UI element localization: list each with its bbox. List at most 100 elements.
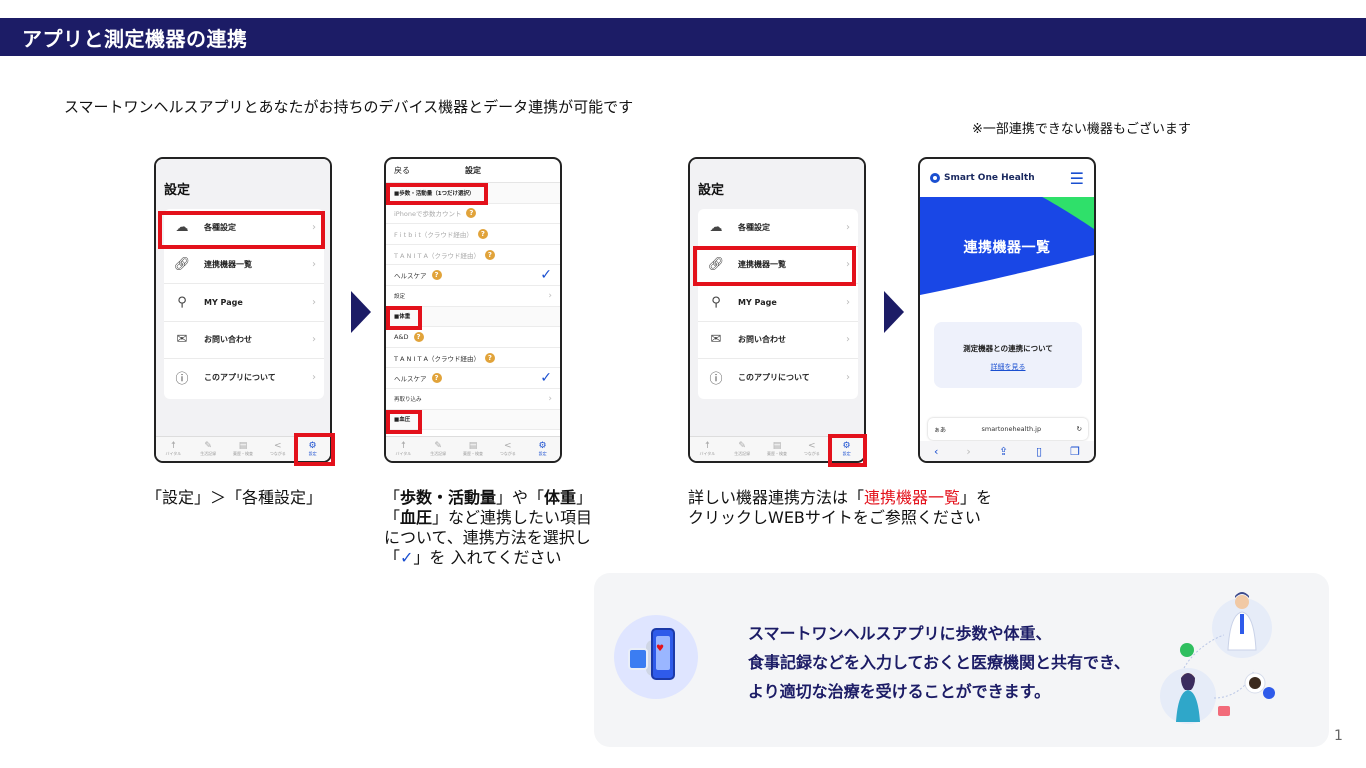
doctor-patient-illustration [1154,590,1284,730]
tab-label: 設定 [538,451,547,456]
info-card: 測定機器との連携について 詳細を見る [934,322,1082,388]
browser-toolbar: ‹ › ⇪ ▯ ❐ [920,441,1094,461]
tab-settings[interactable]: ⚙設定 [295,437,330,461]
tabs-icon[interactable]: ❐ [1070,444,1080,458]
checkmark-icon: ✓ [400,548,414,567]
tab-label: つながる [803,451,820,456]
checkmark-icon: ✓ [540,370,552,387]
help-icon[interactable]: ? [431,373,442,384]
mail-icon: ✉ [710,332,722,348]
title-bar: アプリと測定機器の連携 [0,18,1366,56]
tab-settings[interactable]: ⚙設定 [829,437,864,461]
heart-icon: ♥ [656,644,665,654]
tab-life-record[interactable]: ✎生活記録 [421,437,456,461]
link-icon: 🔗︎ [173,257,191,273]
tab-connect[interactable]: <つながる [260,437,295,461]
settings-title: 設定 [690,159,864,199]
caption-text: 」 [576,488,593,507]
option-fitbit[interactable]: F i t b i t（クラウド経由）? [386,224,560,245]
menu-item-contact[interactable]: ✉ お問い合わせ › [698,322,858,359]
forward-icon[interactable]: › [966,444,971,458]
user-icon: ⚲ [177,294,187,310]
tab-vital[interactable]: ☨バイタル [386,437,421,461]
menu-label: 各種設定 [204,222,236,232]
option-reimport[interactable]: 再取り込み› [386,389,560,410]
tab-settings[interactable]: ⚙設定 [525,437,560,461]
tab-connect[interactable]: <つながる [490,437,525,461]
tab-connect[interactable]: <つながる [794,437,829,461]
option-healthcare-steps[interactable]: ヘルスケア?✓ [386,265,560,286]
menu-item-my-page[interactable]: ⚲MY Page› [164,284,324,322]
phone-settings-2: 設定 ☁各種設定› 🔗︎連携機器一覧› ⚲MY Page› ✉お問い合わせ› ⓘ… [688,157,866,463]
back-button[interactable]: 戻る [394,166,410,175]
chevron-right-icon: › [312,259,316,271]
option-tanita-steps[interactable]: T A N I T A（クラウド経由）? [386,245,560,266]
tab-label: バイタル [165,451,182,456]
caption-line: について、連携方法を選択し [384,528,591,547]
option-iphone[interactable]: iPhoneで歩数カウント? [386,204,560,225]
chevron-right-icon: › [312,372,316,384]
tab-life-record[interactable]: ✎生活記録 [725,437,760,461]
caption-bold-steps: 歩数・活動量 [400,488,497,507]
chevron-right-icon: › [846,334,850,346]
caption-line: 「歩数・活動量」や「体重」 [384,488,592,508]
info-message: スマートワンヘルスアプリに歩数や体重、 食事記録などを入力しておくと医療機関と共… [748,619,1130,706]
caption-text: 」を [960,488,993,507]
option-healthcare-weight[interactable]: ヘルスケア?✓ [386,368,560,389]
tab-bar: ☨バイタル ✎生活記録 ▤薬歴・検査 <つながる ⚙設定 [156,436,330,461]
tab-medication[interactable]: ▤薬歴・検査 [760,437,795,461]
tab-label: 設定 [308,451,317,456]
tab-vital[interactable]: ☨バイタル [690,437,725,461]
menu-item-linked-devices[interactable]: 🔗︎連携機器一覧› [164,247,324,284]
menu-item-my-page[interactable]: ⚲MY Page› [698,284,858,322]
caption-highlight: 連携機器一覧 [864,488,961,507]
tab-medication[interactable]: ▤薬歴・検査 [456,437,491,461]
menu-item-contact[interactable]: ✉お問い合わせ› [164,322,324,359]
help-icon[interactable]: ? [431,270,442,281]
back-icon[interactable]: ‹ [934,444,939,458]
menu-label: MY Page [204,297,243,307]
tab-vital[interactable]: ☨バイタル [156,437,191,461]
pencil-icon: ✎ [204,441,212,451]
help-icon[interactable]: ? [484,249,495,260]
help-icon[interactable]: ? [484,352,495,363]
option-label: T A N I T A（クラウド経由） [394,251,480,260]
note-text: ※一部連携できない機器もございます [972,122,1191,137]
caption-line: 詳しい機器連携方法は「連携機器一覧」を [688,488,992,508]
option-setting[interactable]: 設定› [386,286,560,307]
tab-label: 生活記録 [430,451,447,456]
hero-title: 連携機器一覧 [963,240,1051,256]
tab-label: バイタル [699,451,716,456]
hamburger-menu-icon[interactable]: ☰ [1069,168,1084,188]
highlight-box-various-settings [158,211,325,249]
bookmarks-icon[interactable]: ▯ [1036,444,1043,458]
menu-label: お問い合わせ [738,335,786,345]
help-icon[interactable]: ? [477,228,488,239]
tab-life-record[interactable]: ✎生活記録 [191,437,226,461]
chevron-right-icon: › [846,372,850,384]
info-icon: ⓘ [175,372,189,388]
share-icon: < [808,441,816,451]
caption-bold-weight: 体重 [544,488,577,507]
phone-settings-1: 設定 ☁各種設定› 🔗︎連携機器一覧› ⚲MY Page› ✉お問い合わせ› ⓘ… [154,157,332,463]
settings-title: 設定 [156,159,330,199]
caption-step1: 「設定」＞「各種設定」 [146,488,323,507]
menu-item-various-settings[interactable]: ☁各種設定› [698,209,858,247]
text-size-button[interactable]: ぁあ [934,426,947,434]
option-tanita-weight[interactable]: T A N I T A（クラウド経由）? [386,348,560,369]
site-header: Smart One Health ☰ [920,159,1094,197]
phone-detail-settings: 戻る 設定 ■歩数・活動量（1つだけ選択） iPhoneで歩数カウント? F i… [384,157,562,463]
tab-medication[interactable]: ▤薬歴・検査 [226,437,261,461]
caption-bold-bp: 血圧 [400,508,433,527]
share-icon[interactable]: ⇪ [998,444,1009,458]
url-bar[interactable]: ぁあ smartonehealth.jp ↻ [928,418,1088,440]
details-link[interactable]: 詳細を見る [990,363,1026,371]
caption-line: クリックしWEBサイトをご参照ください [688,508,981,527]
option-and[interactable]: A&D? [386,327,560,348]
chevron-right-icon: › [548,290,552,301]
reload-icon[interactable]: ↻ [1076,425,1082,433]
help-icon[interactable]: ? [413,331,424,342]
help-icon[interactable]: ? [466,208,477,219]
